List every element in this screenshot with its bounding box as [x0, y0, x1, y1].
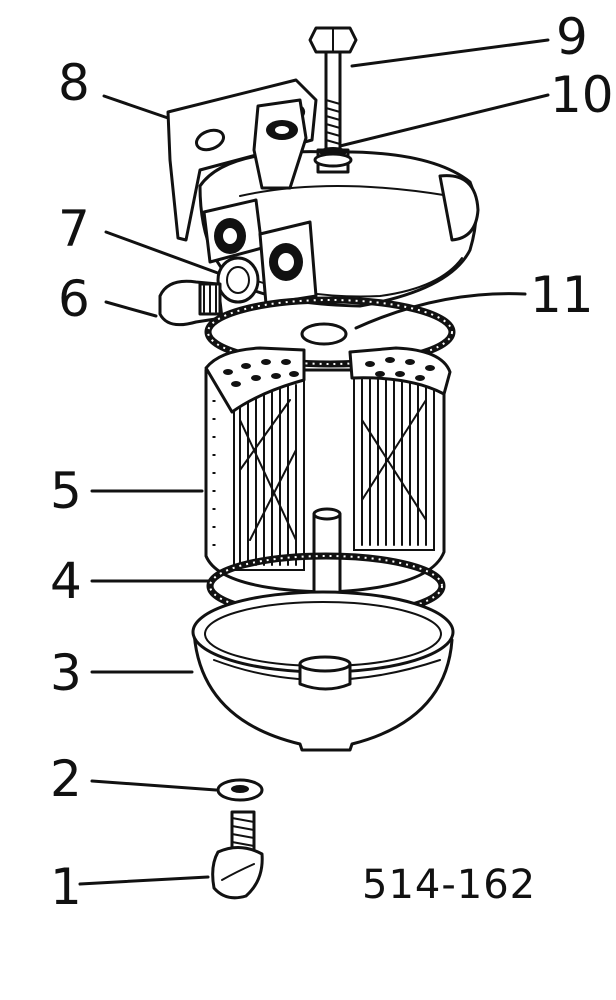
center-bolt: [308, 26, 358, 164]
leader-line-7: [104, 230, 228, 278]
filter-head: [166, 78, 480, 308]
bolt-washer: [313, 152, 353, 168]
callout-8: 8: [58, 54, 90, 112]
leader-line-2: [90, 779, 218, 792]
callout-10: 10: [550, 66, 614, 124]
part-number: 514-162: [362, 862, 536, 908]
sealing-washer: [216, 256, 260, 304]
banjo-bolt: [158, 279, 224, 327]
callout-4: 4: [50, 552, 82, 610]
callout-7: 7: [58, 200, 90, 258]
callout-9: 9: [556, 8, 588, 66]
filter-element: [204, 346, 452, 594]
head-gasket: [204, 296, 456, 368]
leader-line-1: [78, 875, 210, 886]
filter-bowl: [191, 590, 455, 752]
leader-lines: [78, 38, 550, 886]
callout-labels: 9 10 8 7 6 11 5 4 3 2 1: [50, 8, 614, 916]
callout-2: 2: [50, 750, 82, 808]
leader-line-6: [104, 300, 158, 318]
callout-11: 11: [530, 266, 594, 324]
callout-3: 3: [50, 644, 82, 702]
leader-line-10: [338, 93, 550, 148]
drain-washer: [216, 778, 264, 802]
leader-line-8: [102, 94, 170, 120]
leader-line-11: [354, 292, 527, 330]
callout-6: 6: [58, 270, 90, 328]
callout-1: 1: [50, 858, 82, 916]
leader-line-9: [350, 38, 550, 68]
drain-plug: [211, 810, 264, 900]
callout-5: 5: [50, 462, 82, 520]
